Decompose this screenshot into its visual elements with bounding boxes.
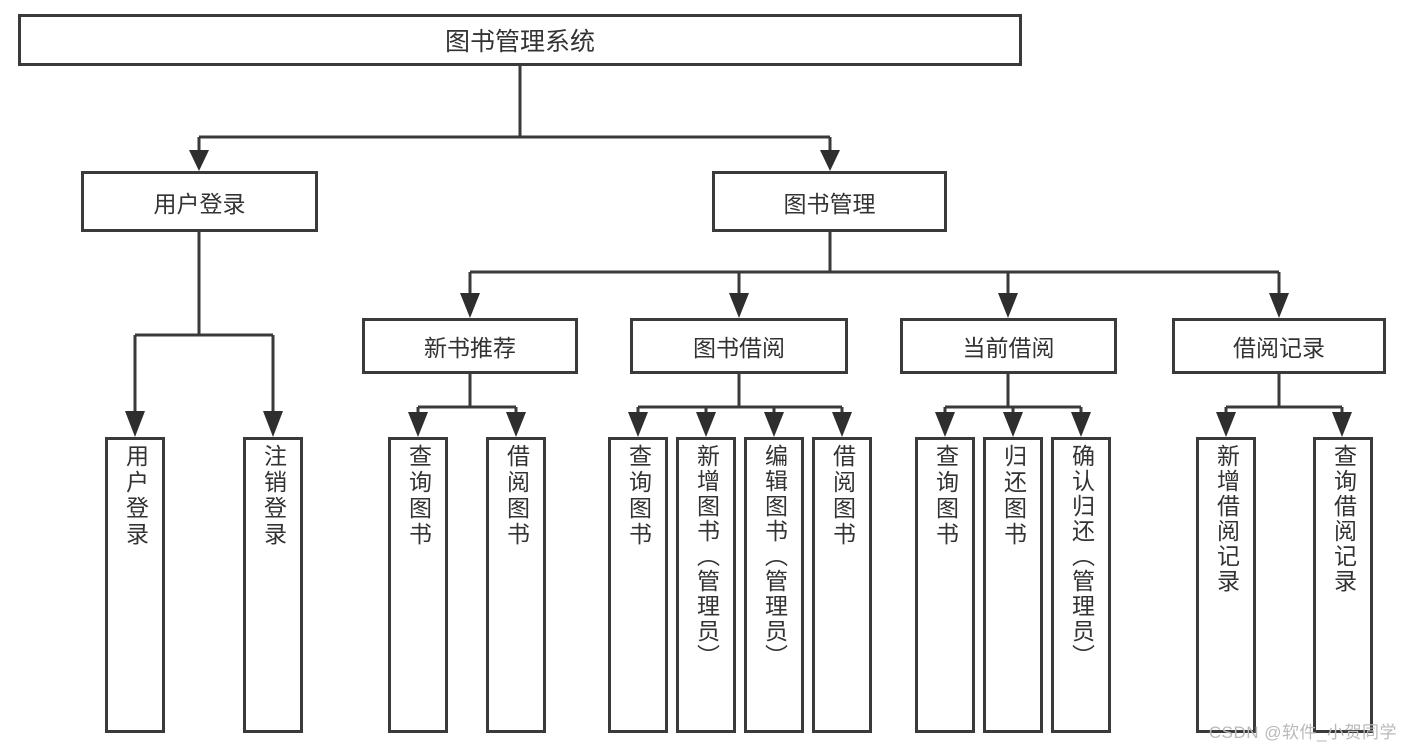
arrow-to-leaf-query-record [1332, 412, 1352, 437]
node-root-label: 图书管理系统 [444, 28, 595, 56]
node-current-borrow-label: 当前借阅 [962, 335, 1055, 361]
node-leaf-query-book-1-label: 查询图书 [405, 444, 432, 548]
node-leaf-user-login-label: 用户登录 [122, 444, 149, 548]
arrow-to-book-manage [820, 150, 840, 171]
node-leaf-confirm-return[interactable]: 确认归还（管理员） [1051, 437, 1111, 733]
node-leaf-confirm-return-label: 确认归还（管理员） [1068, 444, 1095, 669]
node-leaf-query-book-2[interactable]: 查询图书 [608, 437, 668, 733]
arrow-to-leaf-query-book-2 [628, 412, 648, 437]
node-leaf-return-book[interactable]: 归还图书 [983, 437, 1043, 733]
node-leaf-borrow-book-1-label: 借阅图书 [503, 444, 530, 548]
node-leaf-user-login[interactable]: 用户登录 [105, 437, 165, 733]
node-borrow-record-label: 借阅记录 [1233, 335, 1325, 361]
node-leaf-borrow-book-2[interactable]: 借阅图书 [812, 437, 872, 733]
node-new-book-rec-label: 新书推荐 [424, 335, 516, 361]
node-current-borrow[interactable]: 当前借阅 [900, 318, 1117, 374]
node-leaf-query-record-label: 查询借阅记录 [1330, 444, 1357, 594]
arrow-to-leaf-edit-book [764, 412, 784, 437]
node-book-borrow[interactable]: 图书借阅 [630, 318, 848, 374]
node-borrow-record[interactable]: 借阅记录 [1172, 318, 1386, 374]
node-leaf-borrow-book-2-label: 借阅图书 [829, 444, 856, 548]
arrow-to-book-borrow [729, 293, 749, 318]
arrow-to-leaf-borrow-book-2 [832, 412, 852, 437]
node-book-borrow-label: 图书借阅 [693, 335, 785, 361]
arrow-to-leaf-confirm-return [1071, 412, 1091, 437]
arrow-to-leaf-borrow-book-1 [506, 412, 526, 437]
node-user-login-label: 用户登录 [153, 190, 246, 217]
node-leaf-query-book-3[interactable]: 查询图书 [915, 437, 975, 733]
arrow-to-user-login [189, 150, 209, 171]
node-leaf-add-record-label: 新增借阅记录 [1213, 444, 1240, 594]
node-leaf-add-book[interactable]: 新增图书（管理员） [676, 437, 736, 733]
node-leaf-user-logout[interactable]: 注销登录 [243, 437, 303, 733]
node-root[interactable]: 图书管理系统 [18, 14, 1022, 66]
arrow-to-leaf-add-record [1216, 412, 1236, 437]
arrow-to-current-borrow [998, 293, 1018, 318]
node-leaf-query-book-2-label: 查询图书 [625, 444, 652, 548]
arrow-to-leaf-add-book [696, 412, 716, 437]
node-new-book-rec[interactable]: 新书推荐 [362, 318, 578, 374]
node-leaf-query-record[interactable]: 查询借阅记录 [1313, 437, 1373, 733]
node-book-manage-label: 图书管理 [783, 190, 876, 217]
node-leaf-query-book-1[interactable]: 查询图书 [388, 437, 448, 733]
arrow-to-leaf-query-book-1 [408, 412, 428, 437]
arrow-to-borrow-record [1269, 293, 1289, 318]
arrow-to-new-book-rec [460, 293, 480, 318]
node-leaf-borrow-book-1[interactable]: 借阅图书 [486, 437, 546, 733]
node-book-manage[interactable]: 图书管理 [712, 171, 947, 232]
node-user-login[interactable]: 用户登录 [81, 171, 318, 232]
node-leaf-edit-book-label: 编辑图书（管理员） [761, 444, 788, 669]
node-leaf-add-record[interactable]: 新增借阅记录 [1196, 437, 1256, 733]
arrow-to-leaf-user-login [125, 411, 145, 437]
node-leaf-user-logout-label: 注销登录 [260, 444, 287, 548]
csdn-watermark: CSDN @软件_小贺同学 [1208, 723, 1397, 742]
node-leaf-add-book-label: 新增图书（管理员） [693, 444, 720, 669]
arrow-to-leaf-query-book-3 [935, 412, 955, 437]
node-leaf-edit-book[interactable]: 编辑图书（管理员） [744, 437, 804, 733]
node-leaf-return-book-label: 归还图书 [1000, 444, 1027, 548]
arrow-to-leaf-user-logout [263, 411, 283, 437]
arrow-to-leaf-return-book [1003, 412, 1023, 437]
node-leaf-query-book-3-label: 查询图书 [932, 444, 959, 548]
